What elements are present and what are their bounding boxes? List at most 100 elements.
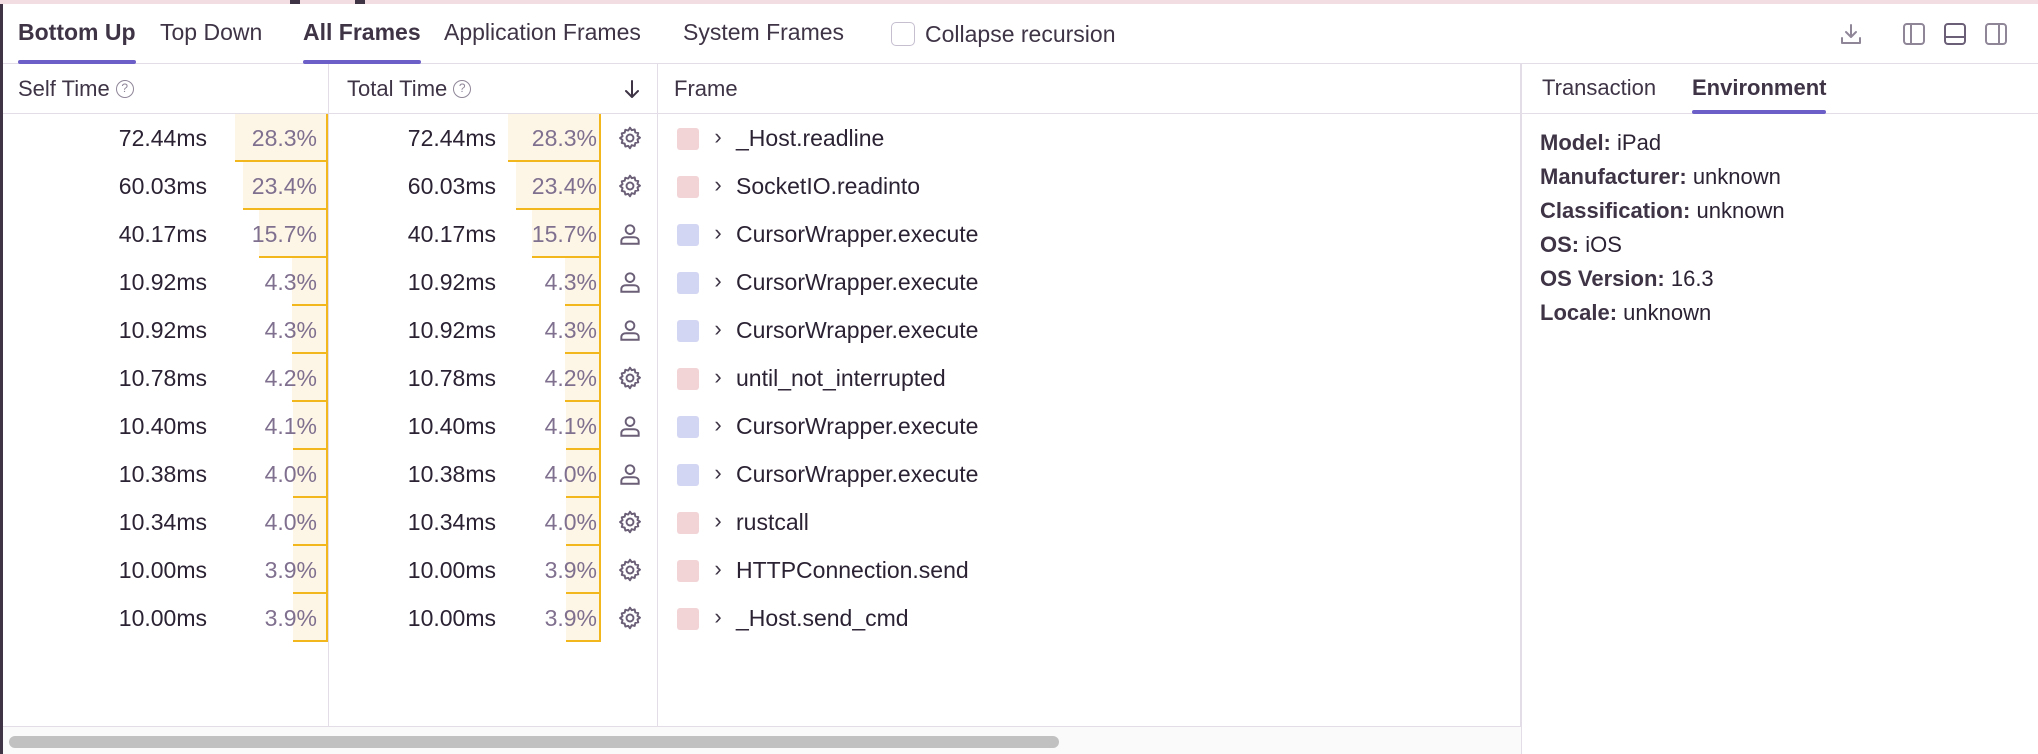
total-time-value: 10.40ms (407, 413, 496, 439)
environment-key: Classification: (1540, 198, 1691, 223)
frame-header[interactable]: Frame (674, 76, 738, 101)
help-icon[interactable]: ? (453, 80, 472, 98)
frame-name: CursorWrapper.execute (736, 413, 979, 439)
horizontal-scrollbar[interactable] (3, 726, 1521, 754)
tab-application-frames[interactable]: Application Frames (444, 19, 641, 45)
environment-value: unknown (1623, 300, 1712, 325)
total-time-percent: 4.3% (544, 269, 597, 295)
frame-name: _Host.send_cmd (736, 605, 909, 631)
frame-name: _Host.readline (736, 125, 885, 151)
chevron-right-icon[interactable]: › (714, 220, 722, 245)
tab-environment[interactable]: Environment (1692, 64, 1827, 114)
top-strip (0, 0, 2038, 4)
frame-color-swatch (677, 224, 699, 246)
tab-top-down[interactable]: Top Down (160, 19, 263, 45)
table-header: Self Time ? Total Time ? Frame (3, 64, 1521, 114)
chevron-right-icon[interactable]: › (714, 124, 722, 149)
self-time-percent: 4.1% (264, 413, 317, 439)
environment-row: OS Version: 16.3 (1540, 262, 1785, 296)
total-time-bar (516, 162, 601, 210)
frame-name: SocketIO.readinto (736, 173, 921, 199)
chevron-right-icon[interactable]: › (714, 412, 722, 437)
environment-key: OS: (1540, 232, 1580, 257)
chevron-right-icon[interactable]: › (714, 172, 722, 197)
help-icon[interactable]: ? (115, 80, 134, 98)
self-time-value: 10.38ms (118, 461, 207, 487)
self-time-bar (293, 450, 328, 498)
environment-value: unknown (1696, 198, 1785, 223)
environment-row: Classification: unknown (1540, 194, 1785, 228)
environment-value: iPad (1617, 130, 1662, 155)
environment-row: Locale: unknown (1540, 296, 1785, 330)
user-icon (617, 317, 643, 343)
frame-name: CursorWrapper.execute (736, 269, 979, 295)
layout-left-icon[interactable] (1898, 18, 1930, 50)
chevron-right-icon[interactable]: › (714, 268, 722, 293)
arrow-down-icon[interactable] (621, 64, 643, 114)
self-time-value: 72.44ms (118, 125, 207, 151)
chevron-right-icon[interactable]: › (714, 604, 722, 629)
scrollbar-thumb[interactable] (9, 736, 1059, 748)
frame-color-swatch (677, 128, 699, 150)
frame-name: CursorWrapper.execute (736, 221, 979, 247)
total-time-bar (565, 258, 601, 306)
chevron-right-icon[interactable]: › (714, 460, 722, 485)
environment-row: Manufacturer: unknown (1540, 160, 1785, 194)
environment-key: OS Version: (1540, 266, 1665, 291)
strip-mark (290, 0, 300, 4)
chevron-right-icon[interactable]: › (714, 556, 722, 581)
self-time-header[interactable]: Self Time ? (18, 64, 134, 114)
column-divider (1520, 64, 1521, 726)
total-time-bar (566, 450, 601, 498)
total-time-value: 10.00ms (407, 605, 496, 631)
total-time-percent: 3.9% (544, 605, 597, 631)
details-tabs: Transaction Environment (1522, 64, 2038, 114)
download-icon[interactable] (1835, 18, 1867, 50)
environment-row: OS: iOS (1540, 228, 1785, 262)
total-time-percent: 4.1% (544, 413, 597, 439)
self-time-percent: 3.9% (264, 557, 317, 583)
tab-system-frames[interactable]: System Frames (683, 19, 845, 45)
collapse-recursion-checkbox[interactable] (891, 22, 915, 46)
layout-right-icon[interactable] (1980, 18, 2012, 50)
total-time-percent: 23.4% (531, 173, 597, 199)
frame-color-swatch (677, 272, 699, 294)
tab-transaction[interactable]: Transaction (1542, 75, 1657, 100)
column-divider (657, 64, 658, 726)
tab-all-frames[interactable]: All Frames (303, 4, 421, 64)
user-icon (617, 461, 643, 487)
collapse-recursion-toggle[interactable]: Collapse recursion (891, 4, 1115, 64)
total-time-header[interactable]: Total Time ? (347, 64, 472, 114)
environment-value: 16.3 (1670, 266, 1714, 291)
frame-name: CursorWrapper.execute (736, 461, 979, 487)
gear-icon (617, 173, 643, 199)
self-time-header-label: Self Time (18, 76, 110, 101)
gear-icon (617, 557, 643, 583)
self-time-value: 60.03ms (118, 173, 207, 199)
chevron-right-icon[interactable]: › (714, 508, 722, 533)
frame-color-swatch (677, 320, 699, 342)
tab-bottom-up[interactable]: Bottom Up (18, 4, 136, 64)
layout-bottom-icon[interactable] (1939, 18, 1971, 50)
chevron-right-icon[interactable]: › (714, 364, 722, 389)
chevron-right-icon[interactable]: › (714, 316, 722, 341)
self-time-value: 40.17ms (118, 221, 207, 247)
self-time-bar (259, 210, 328, 258)
self-time-bar (235, 114, 328, 162)
collapse-recursion-label: Collapse recursion (925, 20, 1116, 47)
total-time-header-label: Total Time (347, 76, 448, 101)
frame-name: HTTPConnection.send (736, 557, 969, 583)
